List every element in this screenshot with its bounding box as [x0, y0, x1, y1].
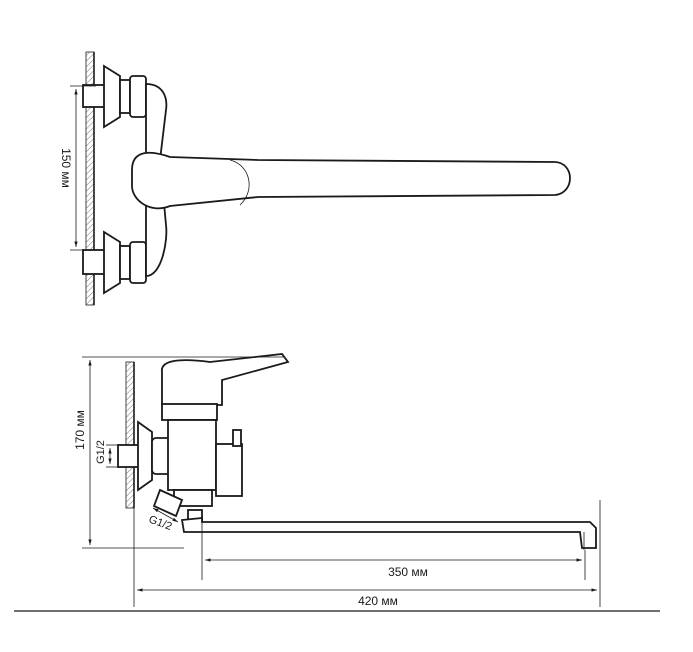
mixer-lever	[131, 151, 571, 210]
label-350mm: 350 мм	[388, 565, 428, 579]
lower-inlet	[82, 230, 147, 295]
label-150mm: 150 мм	[59, 148, 73, 188]
dimension-150: 150 мм	[59, 85, 96, 251]
spout	[180, 517, 597, 549]
dimension-inlet-thread: G1/2	[95, 440, 120, 468]
top-view: 150 мм	[59, 51, 571, 306]
wall-side-view	[125, 361, 135, 509]
label-170mm: 170 мм	[73, 410, 87, 450]
dimension-170: 170 мм	[73, 356, 285, 549]
dimension-420: 420 мм	[137, 588, 597, 608]
label-outlet-g12: G1/2	[147, 514, 174, 533]
upper-inlet	[82, 64, 147, 129]
label-420mm: 420 мм	[358, 594, 398, 608]
label-inlet-g12: G1/2	[95, 440, 107, 464]
dimension-350: 350 мм	[205, 558, 582, 579]
side-view: 170 мм G1/2 G1/2 350 мм 420 мм	[73, 353, 601, 608]
side-body	[161, 353, 290, 507]
